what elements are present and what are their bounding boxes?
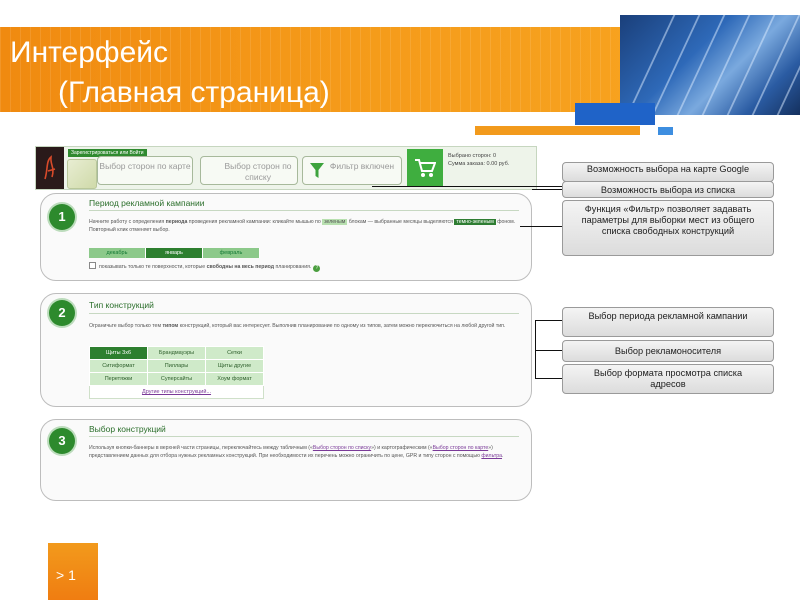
step-number-badge: 3 (49, 428, 75, 454)
decor-lightblue-bar (658, 127, 673, 135)
type-cell[interactable]: Перетяжки (89, 372, 148, 386)
title-banner (0, 27, 640, 112)
divider (89, 210, 519, 211)
free-period-option: показывать только те поверхности, которы… (89, 262, 321, 272)
map-view-link[interactable]: Выбор сторон по карте (432, 445, 489, 451)
map-thumbnail-icon[interactable] (67, 159, 97, 189)
slide-subtitle: (Главная страница) (58, 76, 330, 109)
callout-period-selection: Выбор периода рекламной кампании (562, 307, 774, 337)
type-cell[interactable]: Хоум формат (205, 372, 264, 386)
step-selection-panel: 3 Выбор конструкций Используя кнопки-бан… (40, 419, 532, 501)
site-header-screenshot: Зарегистрироваться или Войти Выбор сторо… (35, 146, 537, 190)
list-view-link[interactable]: Выбор сторон по списку (312, 445, 372, 451)
list-select-button[interactable]: Выбор сторон по списку (200, 156, 298, 185)
type-cell[interactable]: Брандмауэры (147, 346, 206, 360)
callout-filter-function: Функция «Фильтр» позволяет задавать пара… (562, 200, 774, 256)
step-number-badge: 2 (49, 300, 75, 326)
connector-line (535, 320, 562, 321)
table-row: Другие типы конструкций... (89, 385, 264, 399)
selected-sides-count: Выбрано сторон: 0 (448, 153, 497, 159)
type-cell[interactable]: Пиллары (147, 359, 206, 373)
step-number-badge: 1 (49, 204, 75, 230)
step-type-panel: 2 Тип конструкций Ограничьте выбор тольк… (40, 293, 532, 407)
callout-map-google: Возможность выбора на карте Google (562, 162, 774, 182)
slide-title: Интерфейс (10, 36, 169, 69)
step-description: Начните работу с определения периода про… (89, 219, 516, 233)
divider (89, 436, 519, 437)
step-title: Выбор конструкций (89, 424, 166, 434)
month-selector: декабрь январь февраль (89, 248, 260, 258)
map-select-button[interactable]: Выбор сторон по карте (97, 156, 193, 185)
connector-line (535, 320, 536, 378)
free-period-checkbox[interactable] (89, 262, 96, 269)
month-february[interactable]: февраль (203, 248, 260, 258)
order-summary: Выбрано сторон: 0 Сумма заказа: 0.00 руб… (448, 152, 509, 168)
other-types-link[interactable]: Другие типы конструкций... (89, 385, 264, 399)
cart-button[interactable] (407, 149, 443, 187)
connector-line (372, 186, 562, 187)
type-cell[interactable]: Суперсайты (147, 372, 206, 386)
type-cell[interactable]: Щиты 3х6 (89, 346, 148, 360)
login-link[interactable]: Зарегистрироваться или Войти (68, 149, 147, 157)
step-period-panel: 1 Период рекламной кампании Начните рабо… (40, 193, 532, 281)
connector-line (535, 378, 562, 379)
table-row: Перетяжки Суперсайты Хоум формат (89, 372, 264, 386)
page-number: > 1 (56, 567, 76, 583)
filter-funnel-icon (310, 163, 324, 178)
help-icon[interactable]: ? (313, 265, 321, 272)
signature-logo-icon (44, 155, 56, 180)
type-cell[interactable]: Ситиформат (89, 359, 148, 373)
site-logo (36, 147, 64, 189)
table-row: Щиты 3х6 Брандмауэры Сетки (89, 346, 264, 360)
step-title: Тип конструкций (89, 300, 154, 310)
type-cell[interactable]: Сетки (205, 346, 264, 360)
connector-line (535, 350, 562, 351)
step-title: Период рекламной кампании (89, 198, 205, 208)
shopping-cart-icon (415, 159, 436, 177)
title-banner-texture (0, 27, 640, 112)
connector-line (520, 226, 562, 227)
construction-type-table: Щиты 3х6 Брандмауэры Сетки Ситиформат Пи… (89, 346, 264, 399)
callout-list-format: Выбор формата просмотра списка адресов (562, 364, 774, 394)
type-cell[interactable]: Щиты другие (205, 359, 264, 373)
table-row: Ситиформат Пиллары Щиты другие (89, 359, 264, 373)
connector-line (532, 189, 562, 190)
highlight-green: зеленым (322, 219, 348, 225)
step-description: Ограничьте выбор только тем типом констр… (89, 323, 506, 329)
month-january[interactable]: январь (146, 248, 203, 258)
callout-carrier-selection: Выбор рекламоносителя (562, 340, 774, 362)
divider (89, 313, 519, 314)
building-photo (620, 15, 800, 115)
callout-list-selection: Возможность выбора из списка (562, 181, 774, 198)
page-number-box (48, 543, 98, 600)
decor-orange-bar (475, 126, 640, 135)
filter-link[interactable]: фильтра (481, 453, 503, 459)
highlight-dark-green: темно-зеленым (454, 219, 496, 225)
order-total: Сумма заказа: 0.00 руб. (448, 161, 510, 167)
decor-blue-bar (575, 103, 655, 125)
step-description: Используя кнопки-баннеры в верхней части… (89, 445, 504, 459)
filter-button[interactable]: Фильтр включен (302, 156, 402, 185)
month-december[interactable]: декабрь (89, 248, 146, 258)
